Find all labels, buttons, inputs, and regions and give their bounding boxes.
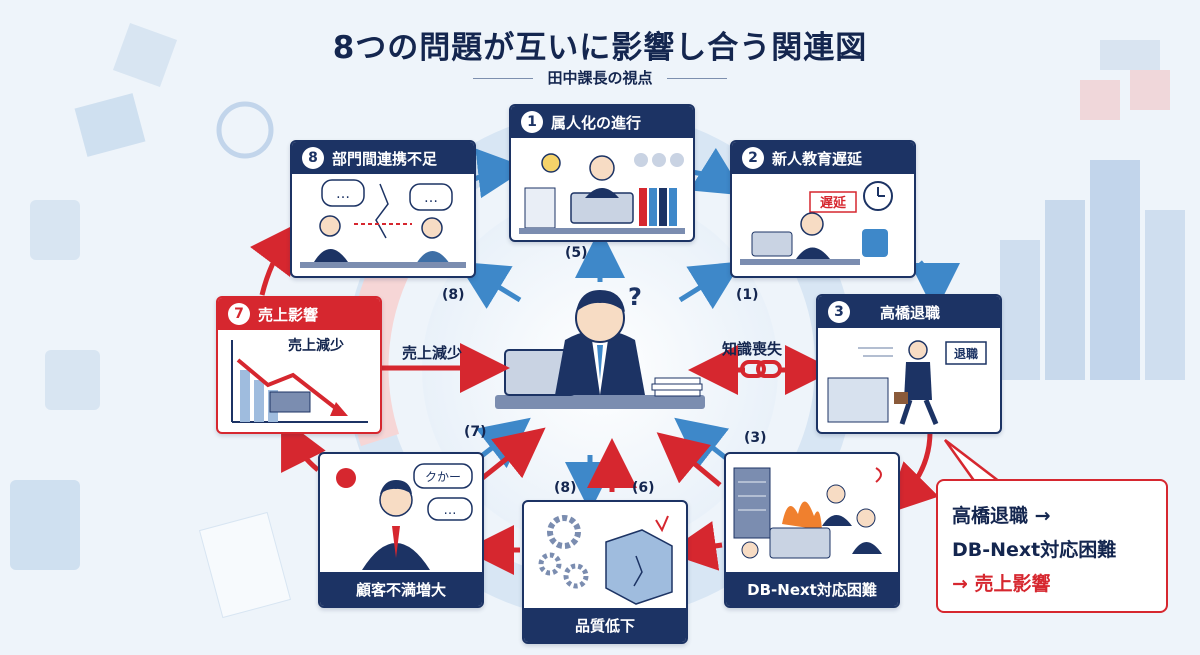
node-8-number: 8 [302,147,324,169]
node-3-label: 高橋退職 [880,303,941,322]
page-title: 8つの問題が互いに影響し合う関連図 [332,30,868,66]
edge-label-1: (1) [736,287,759,303]
node-7-label: 売上影響 [258,305,319,324]
delay-sign: 遅延 [820,195,847,211]
node-3-number: 3 [828,301,850,323]
background-decoration [10,22,1185,619]
edge-label-8a: (8) [442,287,465,303]
node-7-illustration: 売上減少 [218,330,380,432]
callout-line-1: 高橋退職 → [952,505,1051,527]
node-7-number: 7 [228,303,250,325]
speech-dots-left: … [336,186,350,202]
node-2-card: 2 新人教育遅延 遅延 [730,140,916,278]
arrow-dbnext-to-quality [666,521,723,571]
speech-dots-customer: … [444,503,457,518]
node-3-card: 3 高橋退職 退職 [816,294,1002,434]
edge-label-knowledge-loss: 知識喪失 [722,340,783,358]
quality-decline-label: 品質低下 [524,608,686,642]
sales-chart-label: 売上減少 [288,337,344,354]
edge-label-sales-down: 売上減少 [402,344,463,362]
arrow-node1-to-node2 [689,147,745,196]
arrow-center-to-node8 [456,261,522,309]
node-7-header: 7 売上影響 [218,298,380,330]
callout-pointer [943,439,1004,484]
question-mark: ? [628,283,642,311]
customer-dissatisfaction-label: 顧客不満増大 [320,572,482,606]
node-1-label: 属人化の進行 [551,113,642,132]
center-manager-illustration: ? [495,283,705,409]
customer-illustration: クかー … [320,454,482,572]
node-1-illustration [511,138,693,240]
edge-label-5: (5) [565,245,588,261]
summary-callout: 高橋退職 → DB-Next対応困難 → 売上影響 [936,479,1168,613]
red-arrows [250,221,939,575]
node-2-illustration: 遅延 [732,174,914,276]
chain-link-icon [740,360,782,378]
quality-illustration [524,502,686,608]
arrow-node3-to-dbnext [885,431,939,515]
arrow-node2-to-node3 [909,260,960,313]
callout-line-2: DB-Next対応困難 [952,539,1117,561]
callout-line-3: → 売上影響 [952,573,1051,595]
node-8-label: 部門間連携不足 [332,149,438,168]
node-1-number: 1 [521,111,543,133]
node-7-card: 7 売上影響 売上減少 [216,296,382,434]
node-8-card: 8 部門間連携不足 … … [290,140,476,278]
node-1-header: 1 属人化の進行 [511,106,693,138]
edge-label-7: (7) [464,424,487,440]
node-8-illustration: … … [292,174,474,276]
node-3-illustration: 退職 [818,328,1000,432]
node-2-number: 2 [742,147,764,169]
node-2-label: 新人教育遅延 [772,149,863,168]
quality-decline-card: 品質低下 [522,500,688,644]
dbnext-difficulty-card: DB-Next対応困難 [724,452,900,608]
arrow-sales-to-node8 [250,221,300,296]
arrow-customer-to-sales [281,417,326,474]
customer-dissatisfaction-card: クかー … 顧客不満増大 [318,452,484,608]
arrow-dbnext-red-to-center [656,432,722,487]
node-1-card: 1 属人化の進行 [509,104,695,242]
edge-label-3: (3) [744,430,767,446]
dbnext-illustration [726,454,898,572]
node-3-header: 3 高橋退職 [818,296,1000,328]
dbnext-difficulty-label: DB-Next対応困難 [726,572,898,606]
retire-sign: 退職 [954,346,978,361]
arrow-center-to-node2 [678,261,742,310]
page-subtitle: 田中課長の視点 [473,67,727,88]
edge-label-8b: (8) [554,480,577,496]
node-2-header: 2 新人教育遅延 [732,142,914,174]
complaint-bubble: クかー [425,470,461,484]
edge-label-6: (6) [632,480,655,496]
node-8-header: 8 部門間連携不足 [292,142,474,174]
speech-dots-right: … [424,190,438,206]
